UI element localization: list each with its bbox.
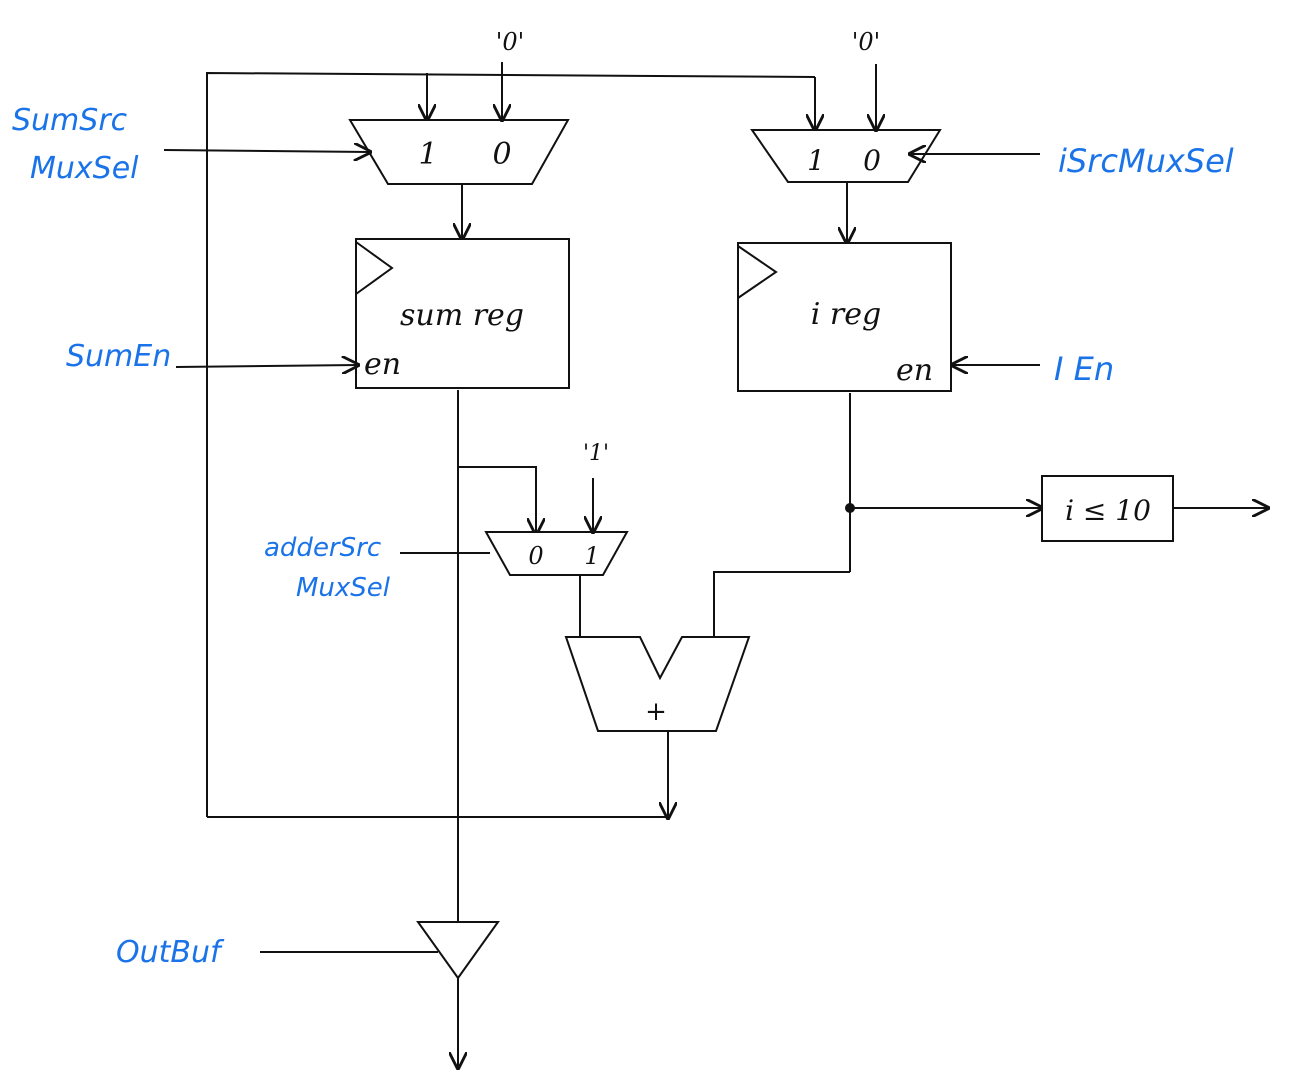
i-mux-input-1-label: 1 xyxy=(807,144,825,177)
i-register: i reg en xyxy=(737,242,952,392)
sum-reg-enable-label: en xyxy=(364,347,401,382)
i-to-adder-wire xyxy=(713,571,850,637)
sum-src-muxsel-label: SumSrc xyxy=(12,103,128,138)
adder-block: + xyxy=(564,636,751,732)
sum-src-muxsel-wire xyxy=(163,150,370,152)
sum-to-adder-mux-wire xyxy=(458,466,536,534)
out-buf-label: OutBuf xyxy=(116,935,225,970)
sum-mux-input-0-label: 0 xyxy=(492,137,511,172)
sum-reg-label: sum reg xyxy=(400,298,524,333)
feedback-loop-wire xyxy=(206,71,815,818)
sum-src-muxsel-label-2: MuxSel xyxy=(30,151,139,186)
i-mux-zero-constant: '0' xyxy=(852,28,880,56)
adder-plus-label: + xyxy=(645,697,667,727)
adder-src-mux: 0 1 xyxy=(484,531,629,576)
output-buffer xyxy=(416,921,500,980)
sum-src-mux: 1 0 xyxy=(348,119,570,185)
adder-mux-input-0-label: 0 xyxy=(528,542,543,570)
i-en-label: I En xyxy=(1054,350,1114,388)
comparator-label: i ≤ 10 xyxy=(1065,494,1151,527)
i-src-muxsel-label: iSrcMuxSel xyxy=(1058,142,1234,180)
i-reg-label: i reg xyxy=(811,297,881,332)
sum-mux-input-1-label: 1 xyxy=(418,137,437,172)
i-src-mux: 1 0 xyxy=(750,129,942,183)
sum-register: sum reg en xyxy=(355,238,570,389)
i-mux-input-0-label: 0 xyxy=(863,144,881,177)
adder-mux-one-constant: '1' xyxy=(583,441,609,466)
sum-en-wire xyxy=(175,365,358,367)
adder-src-muxsel-label: adderSrc xyxy=(264,533,381,563)
sum-en-label: SumEn xyxy=(66,339,171,374)
adder-src-muxsel-label-2: MuxSel xyxy=(296,573,391,603)
sum-mux-zero-constant: '0' xyxy=(496,28,524,56)
i-reg-enable-label: en xyxy=(896,353,933,388)
adder-mux-input-1-label: 1 xyxy=(584,542,599,570)
comparator-block: i ≤ 10 xyxy=(1041,475,1174,542)
